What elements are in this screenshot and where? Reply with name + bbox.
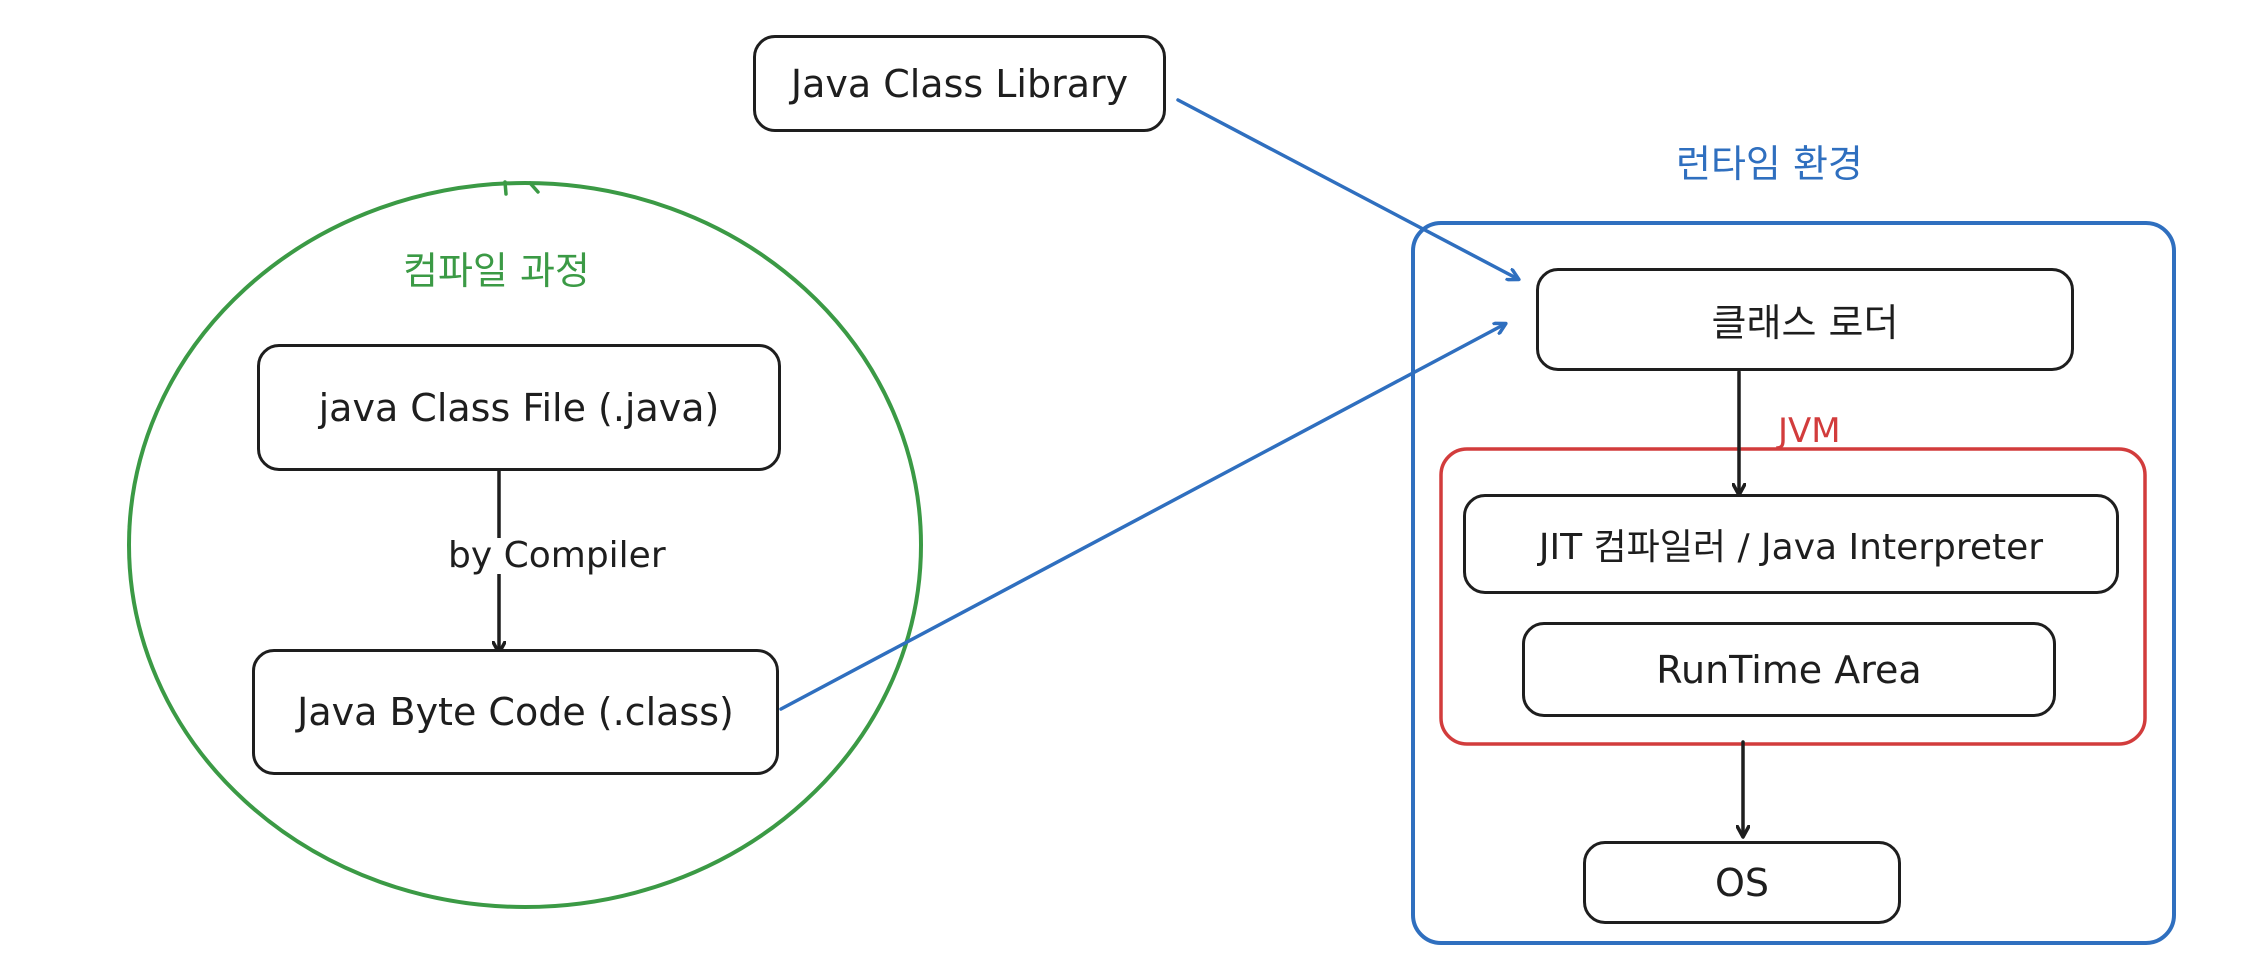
java-class-library-label: Java Class Library (790, 61, 1129, 106)
arrow-library-to-class-loader (1176, 98, 1518, 279)
arrow-byte-code-to-class-loader (779, 324, 1505, 711)
runtime-environment-frame (1411, 221, 2176, 945)
compile-process-title: 컴파일 과정 (403, 249, 590, 293)
os-box: OS (1583, 841, 1901, 924)
java-class-library-box: Java Class Library (753, 35, 1166, 132)
runtime-area-label: RunTime Area (1656, 647, 1922, 692)
runtime-environment-title: 런타임 환경 (1676, 142, 1863, 186)
compile-process-circle (127, 181, 923, 909)
class-loader-box: 클래스 로더 (1536, 268, 2074, 371)
java-byte-code-box: Java Byte Code (.class) (252, 649, 779, 775)
jit-interpreter-box: JIT 컴파일러 / Java Interpreter (1463, 494, 2119, 594)
java-class-file-box: java Class File (.java) (257, 344, 781, 471)
jvm-title: JVM (1778, 411, 1841, 451)
class-loader-label: 클래스 로더 (1711, 301, 1899, 345)
jvm-frame (1439, 447, 2147, 746)
jit-interpreter-label: JIT 컴파일러 / Java Interpreter (1538, 527, 2044, 568)
os-label: OS (1714, 860, 1770, 905)
compile-process-circle-tick (503, 180, 540, 196)
compiler-edge-label: by Compiler (448, 535, 666, 576)
java-class-file-label: java Class File (.java) (318, 385, 720, 430)
runtime-area-box: RunTime Area (1522, 622, 2056, 717)
java-byte-code-label: Java Byte Code (.class) (297, 690, 734, 734)
